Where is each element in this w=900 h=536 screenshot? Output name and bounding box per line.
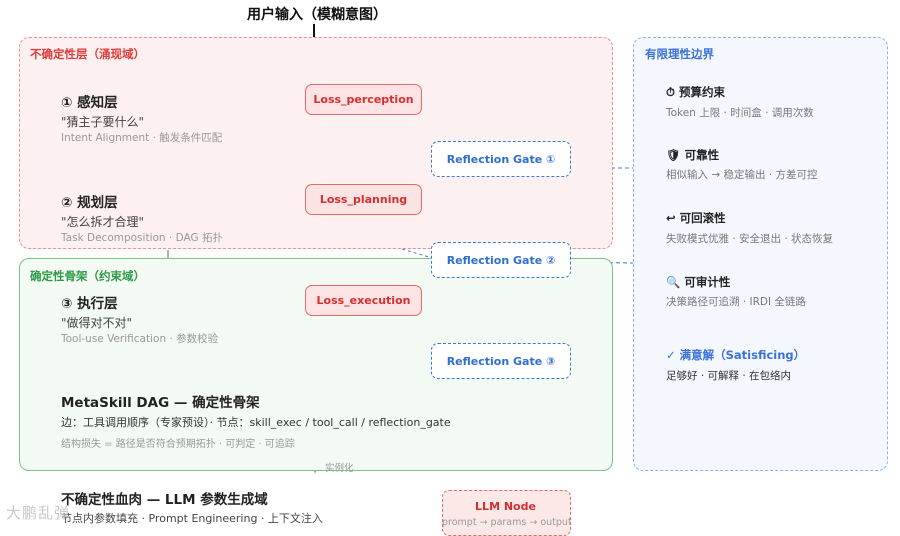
execution-layer-title: ③ 执行层 [61,296,118,312]
budget-constraint-sub: Token 上限 · 时间盒 · 调用次数 [666,107,814,119]
auditability-title: 🔍 可审计性 [666,274,730,290]
execution-layer-sub: Tool-use Verification · 参数校验 [61,333,219,345]
budget-constraint-title: ⏱ 预算约束 [666,84,725,100]
page-title: 用户输入（模糊意图） [247,7,387,23]
llm-node-box [442,490,571,536]
planning-layer-title: ② 规划层 [61,195,118,211]
auditability-label: 可审计性 [684,275,731,289]
llm-node-sub: prompt → params → output [442,517,572,528]
reflection-gate-2: Reflection Gate ② [431,242,571,278]
satisficing-title: ✓ 满意解（Satisficing） [666,348,806,362]
execution-layer-quote: "做得对不对" [61,316,133,330]
budget-constraint-label: 预算约束 [679,85,725,99]
llm-domain-title: 不确定性血肉 — LLM 参数生成域 [61,492,268,508]
planning-layer-sub: Task Decomposition · DAG 拓扑 [61,232,223,244]
loss-planning-box: Loss_planning [305,184,422,215]
watermark-text: 大鹏乱弹 [6,504,71,522]
undo-arrow-icon: ↩ [666,211,676,225]
llm-node-title: LLM Node [475,500,536,513]
dag-note: 结构损失 = 路径是否符合预期拓扑 · 可判定 · 可追踪 [61,439,295,450]
reflection-gate-1: Reflection Gate ① [431,141,571,177]
loss-perception-box: Loss_perception [305,84,422,115]
shield-icon: 🛡 [666,148,681,162]
perception-layer-sub: Intent Alignment · 触发条件匹配 [61,132,223,144]
rollback-label: 可回滚性 [679,211,726,225]
stopwatch-icon: ⏱ [666,85,675,99]
rollback-title: ↩ 可回滚性 [666,210,726,226]
dag-description: 边：工具调用顺序（专家预设）· 节点：skill_exec / tool_cal… [61,416,451,429]
bounded-zone-title: 有限理性边界 [645,47,714,61]
certainty-zone-title: 确定性骨架（约束域） [30,269,145,283]
instantiate-label: 实例化 [325,463,354,474]
llm-domain-sub: 节点内参数填充 · Prompt Engineering · 上下文注入 [61,512,323,525]
perception-layer-title: ① 感知层 [61,95,118,111]
auditability-sub: 决策路径可追溯 · IRDI 全链路 [666,296,806,308]
loss-execution-box: Loss_execution [305,285,422,316]
planning-layer-quote: "怎么拆才合理" [61,215,145,229]
rollback-sub: 失败模式优雅 · 安全退出 · 状态恢复 [666,233,834,245]
dag-title: MetaSkill DAG — 确定性骨架 [61,395,260,411]
reliability-sub: 相似输入 → 稳定输出 · 方差可控 [666,169,818,181]
reliability-title: 🛡 可靠性 [666,147,719,163]
uncertainty-zone-title: 不确定性层（涌现域） [30,47,145,61]
reliability-label: 可靠性 [684,148,720,162]
magnifier-icon: 🔍 [666,275,681,289]
perception-layer-quote: "猜主子要什么" [61,115,145,129]
bounded-rationality-zone [633,37,888,471]
reflection-gate-3: Reflection Gate ③ [431,343,571,379]
satisficing-sub: 足够好 · 可解释 · 在包络内 [666,370,792,382]
